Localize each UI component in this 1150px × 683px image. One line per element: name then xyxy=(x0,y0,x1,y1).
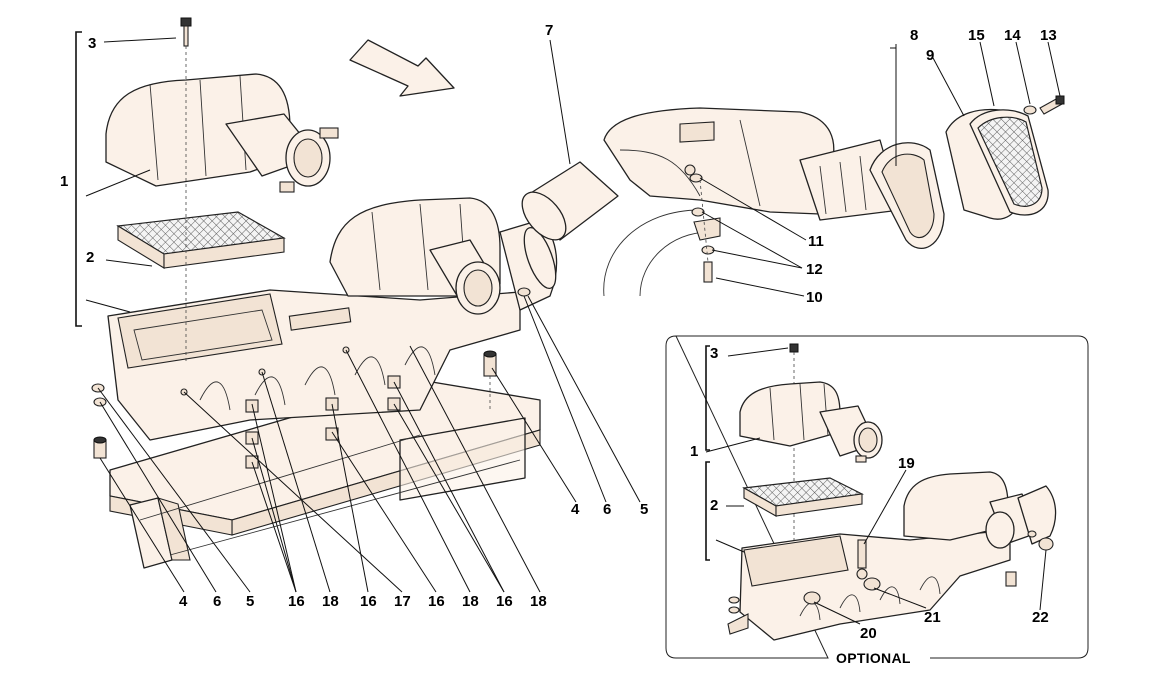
callout-4-right: 4 xyxy=(571,501,580,518)
callout-1: 1 xyxy=(60,173,68,190)
callout-7: 7 xyxy=(545,22,553,39)
callout-12: 12 xyxy=(806,261,823,278)
callout-18-a: 18 xyxy=(322,593,339,610)
inset-callout-19: 19 xyxy=(898,455,915,472)
washer-14 xyxy=(1023,105,1037,115)
air-filter-element xyxy=(116,211,286,269)
callout-2: 2 xyxy=(86,249,94,266)
filter-housing-lower xyxy=(107,289,521,441)
callout-18-c: 18 xyxy=(530,593,547,610)
intake-grille xyxy=(945,108,1049,220)
filter-housing-cover-lower xyxy=(329,197,558,315)
inset-callout-20: 20 xyxy=(860,625,877,642)
bracket-hardware xyxy=(689,173,721,283)
callout-5-right: 5 xyxy=(640,501,648,518)
callout-13: 13 xyxy=(1040,27,1057,44)
inset-bracket-bottom xyxy=(705,461,710,561)
inset-callout-22: 22 xyxy=(1032,609,1049,626)
callout-4-left: 4 xyxy=(179,593,188,610)
screw-13 xyxy=(1039,95,1065,115)
callout-6-right: 6 xyxy=(603,501,611,518)
callout-5-left: 5 xyxy=(246,593,254,610)
intake-duct xyxy=(603,107,901,221)
callout-leaders xyxy=(85,37,1061,593)
inset-callout-21: 21 xyxy=(924,609,941,626)
inset-callout-3: 3 xyxy=(710,345,718,362)
callout-15: 15 xyxy=(968,27,985,44)
inset-callout-2: 2 xyxy=(710,497,718,514)
group-bracket-1 xyxy=(75,31,82,327)
callout-16-d: 16 xyxy=(496,593,513,610)
callout-6-left: 6 xyxy=(213,593,221,610)
rubber-hose xyxy=(521,161,619,241)
inset-callout-1: 1 xyxy=(690,443,698,460)
callout-8: 8 xyxy=(910,27,918,44)
inset-caption: OPTIONAL xyxy=(836,650,911,666)
callout-16-b: 16 xyxy=(360,593,377,610)
airflow-direction-arrow xyxy=(349,39,455,97)
support-frame xyxy=(109,379,541,569)
filter-housing-cover-upper xyxy=(105,73,339,193)
callout-10: 10 xyxy=(806,289,823,306)
callout-16-c: 16 xyxy=(428,593,445,610)
optional-inset: OPTIONAL xyxy=(665,335,1089,666)
callout-17: 17 xyxy=(394,593,411,610)
inset-bracket-top xyxy=(705,345,710,451)
callout-16-a: 16 xyxy=(288,593,305,610)
bolt-3 xyxy=(180,17,192,47)
inset-frame xyxy=(665,335,1089,659)
callout-11: 11 xyxy=(808,233,824,250)
callout-18-b: 18 xyxy=(462,593,479,610)
gasket-8 xyxy=(869,142,945,250)
callout-14: 14 xyxy=(1004,27,1021,44)
callout-9: 9 xyxy=(926,47,934,64)
callout-3: 3 xyxy=(88,35,96,52)
